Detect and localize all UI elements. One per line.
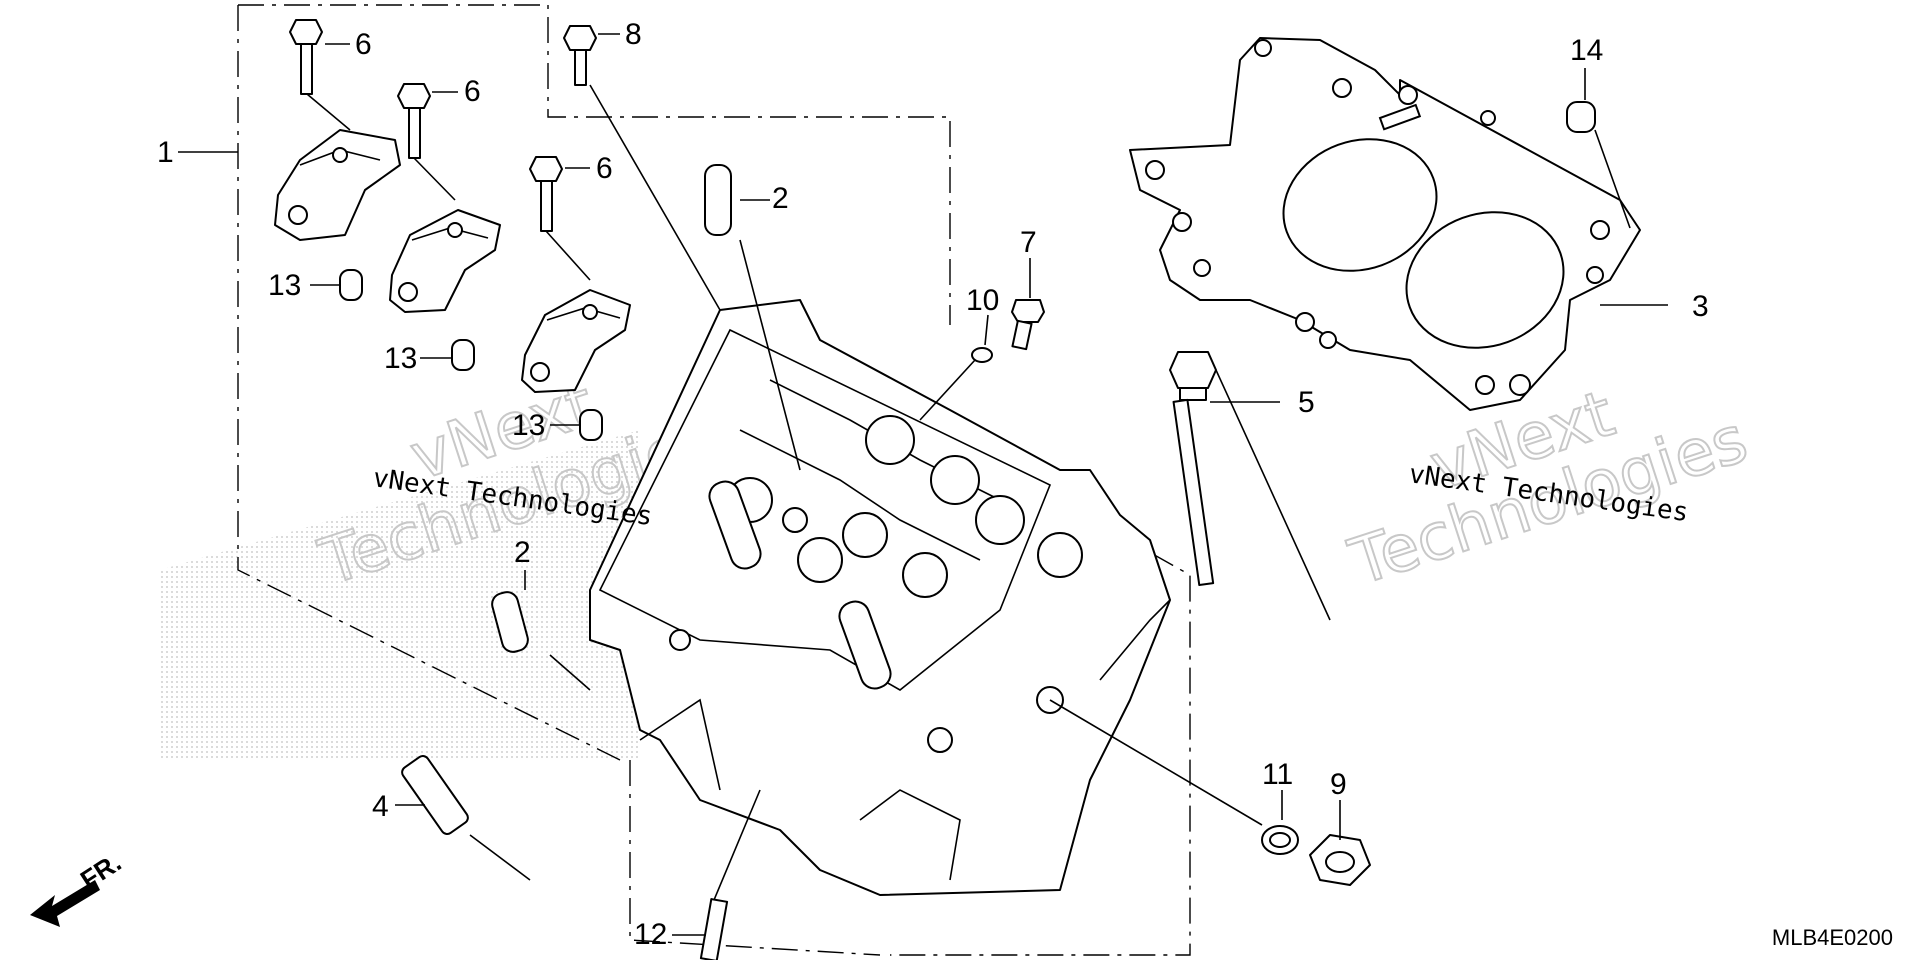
callout-5: 5 (1298, 386, 1315, 419)
bolt-8 (563, 25, 721, 311)
callout-13-a: 13 (268, 269, 301, 302)
leader-lines (178, 33, 1668, 936)
bolt-6-b (397, 83, 456, 201)
callout-13-b: 13 (384, 342, 417, 375)
front-direction-arrow: FR. (30, 847, 126, 927)
callout-12: 12 (634, 918, 667, 951)
valve-guide-2-lower (491, 591, 591, 691)
washer-10 (919, 347, 993, 421)
diagram-code: MLB4E0200 (1772, 925, 1893, 950)
cylinder-head-gasket (1129, 37, 1641, 411)
sealing-plug-9 (1309, 834, 1371, 886)
callout-6-b: 6 (464, 75, 481, 108)
bolt-6-a (289, 19, 351, 131)
group-1-bracket (238, 4, 951, 325)
camshaft-holder-lower (521, 289, 631, 393)
callout-7: 7 (1020, 226, 1037, 259)
spark-plug-4 (401, 754, 531, 881)
dowel-pin-13-a (339, 269, 363, 301)
callout-6-c: 6 (596, 152, 613, 185)
callout-9: 9 (1330, 768, 1347, 801)
cylinder-head-bolt-5 (1169, 351, 1217, 587)
valve-guide-2-upper (704, 164, 801, 471)
callout-8: 8 (625, 18, 642, 51)
dowel-pin-13-b (451, 339, 475, 371)
washer-11 (1049, 699, 1299, 855)
camshaft-holder-upper (274, 129, 401, 241)
callout-11: 11 (1262, 758, 1293, 791)
callout-10: 10 (966, 284, 999, 317)
dowel-pin-14 (1566, 101, 1631, 229)
group-head-bracket-bottom (629, 760, 881, 956)
callout-13-c: 13 (512, 409, 545, 442)
callout-4: 4 (372, 790, 389, 823)
group-1-bracket-left (237, 5, 621, 761)
background-dot-watermark (160, 430, 640, 760)
callout-3: 3 (1692, 290, 1709, 323)
bolt-7 (1011, 299, 1045, 351)
callout-labels: 1 2 2 3 4 5 6 6 6 7 8 9 10 11 12 13 13 1… (157, 18, 1709, 951)
cylinder-head (589, 299, 1171, 896)
group-head-bracket-right (890, 439, 1191, 956)
bolt-6-c (529, 156, 591, 281)
callout-6-a: 6 (355, 28, 372, 61)
camshaft-holder-middle (389, 209, 501, 313)
callout-2-upper: 2 (772, 182, 789, 215)
dowel-pin-13-c (579, 409, 603, 441)
callout-14: 14 (1570, 34, 1603, 67)
callout-2-lower: 2 (514, 536, 531, 569)
callout-1: 1 (157, 136, 174, 169)
